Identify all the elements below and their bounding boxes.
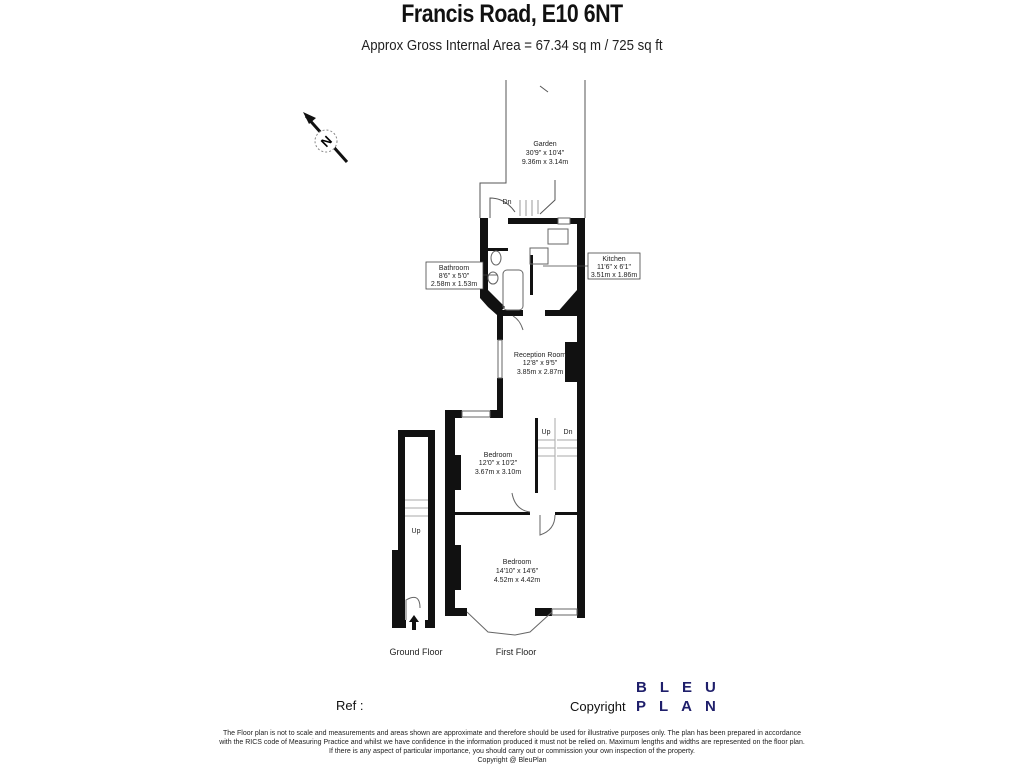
disclaimer-line: with the RICS code of Measuring Practice… (219, 739, 805, 746)
ground-floor-label: Ground Floor (389, 647, 442, 657)
svg-text:12'8" x 9'5": 12'8" x 9'5" (523, 360, 558, 367)
svg-text:12'0" x 10'2": 12'0" x 10'2" (479, 460, 518, 467)
svg-text:3.85m x 2.87m: 3.85m x 2.87m (517, 369, 563, 376)
copyright-label: Copyright (570, 699, 626, 714)
bleuplan-logo: BLEU PLAN (636, 678, 729, 716)
room-bedroom-2: Bedroom 14'10" x 14'6" 4.52m x 4.42m (494, 559, 540, 584)
svg-text:8'6" x 5'0": 8'6" x 5'0" (439, 273, 470, 280)
room-garden: Garden 30'9" x 10'4" 9.36m x 3.14m (522, 141, 568, 166)
disclaimer: The Floor plan is not to scale and measu… (0, 729, 1024, 765)
entrance-arrow-icon (409, 615, 419, 630)
svg-text:14'10" x 14'6": 14'10" x 14'6" (496, 568, 539, 575)
svg-text:4.52m x 4.42m: 4.52m x 4.42m (494, 577, 540, 584)
page-title: Francis Road, E10 6NT (401, 0, 623, 28)
svg-text:9.36m x 3.14m: 9.36m x 3.14m (522, 159, 568, 166)
svg-text:Bedroom: Bedroom (484, 452, 513, 459)
garden-outline (479, 80, 586, 218)
svg-text:Garden: Garden (533, 141, 556, 148)
svg-text:2.58m x 1.53m: 2.58m x 1.53m (431, 281, 477, 288)
walls (392, 218, 585, 628)
svg-text:3.67m x 3.10m: 3.67m x 3.10m (475, 469, 521, 476)
svg-text:3.51m x 1.86m: 3.51m x 1.86m (591, 272, 637, 279)
room-reception: Reception Room 12'8" x 9'5" 3.85m x 2.87… (514, 352, 566, 376)
disclaimer-line: The Floor plan is not to scale and measu… (223, 730, 801, 737)
logo-line-2: PLAN (636, 698, 729, 715)
gross-area: Approx Gross Internal Area = 67.34 sq m … (361, 37, 663, 54)
stair-up-ground: Up (412, 528, 421, 535)
disclaimer-line: If there is any aspect of particular imp… (329, 748, 695, 755)
ref-label: Ref : (336, 698, 364, 713)
room-bedroom-1: Bedroom 12'0" x 10'2" 3.67m x 3.10m (475, 452, 521, 476)
svg-text:Bathroom: Bathroom (439, 265, 470, 272)
logo-line-1: BLEU (636, 679, 729, 696)
svg-text:Kitchen: Kitchen (602, 256, 625, 263)
svg-text:Reception Room: Reception Room (514, 352, 566, 359)
disclaimer-copyright: Copyright @ BleuPlan (477, 757, 547, 764)
north-arrow-icon: N (303, 112, 349, 163)
svg-text:30'9" x 10'4": 30'9" x 10'4" (526, 150, 565, 157)
svg-text:11'6" x 6'1": 11'6" x 6'1" (597, 264, 631, 271)
room-bathroom: Bathroom 8'6" x 5'0" 2.58m x 1.53m (431, 265, 477, 288)
svg-text:Bedroom: Bedroom (503, 559, 532, 566)
stair-dn-garden: Dn (503, 199, 512, 206)
room-kitchen: Kitchen 11'6" x 6'1" 3.51m x 1.86m (591, 256, 637, 279)
stair-dn-first: Dn (564, 429, 573, 436)
stair-up-first: Up (542, 429, 551, 436)
first-floor-label: First Floor (496, 647, 537, 657)
